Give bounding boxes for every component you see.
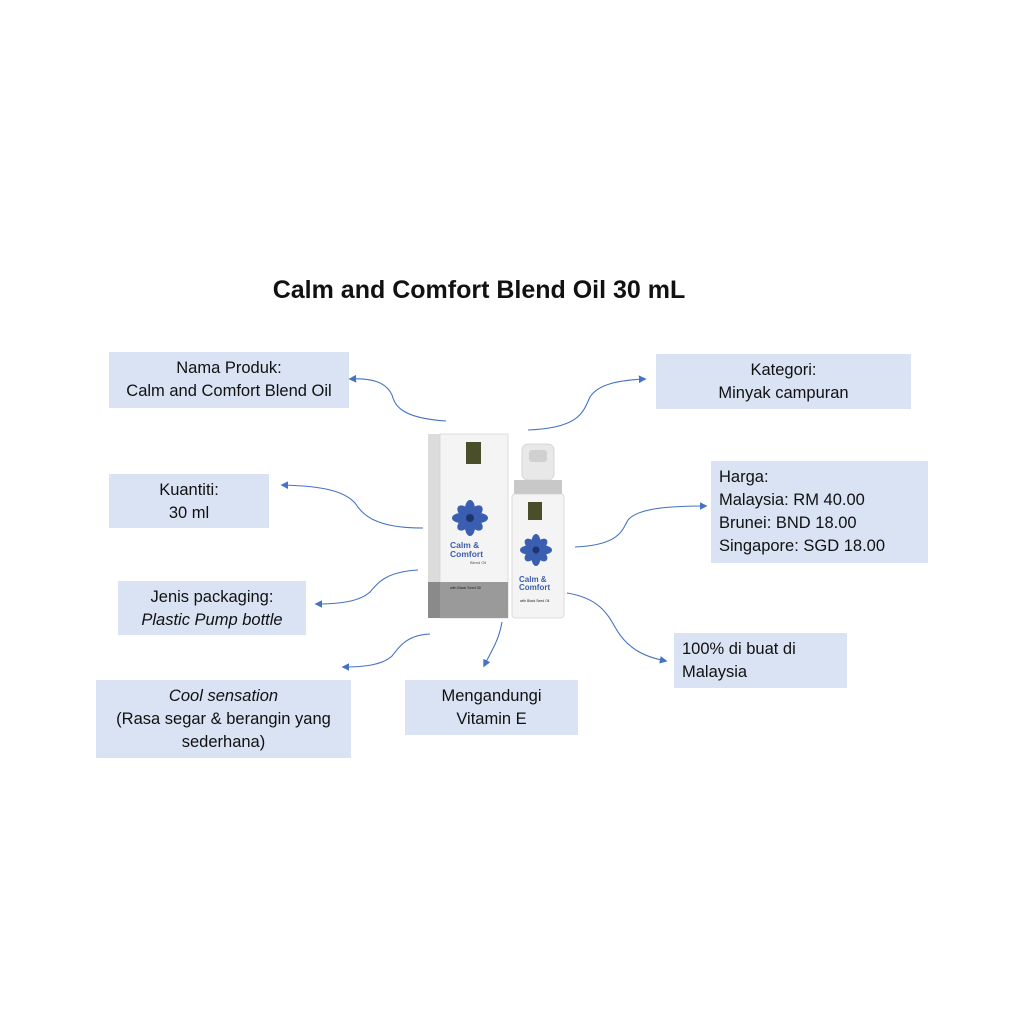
bottle-footer: with Black Seed Oil xyxy=(520,599,549,603)
nama-produk-label: Nama Produk: xyxy=(176,359,282,377)
box-kategori: Kategori: Minyak campuran xyxy=(656,354,911,409)
box-jenis-packaging: Jenis packaging: Plastic Pump bottle xyxy=(118,581,306,635)
kategori-label: Kategori: xyxy=(750,361,817,379)
flower-icon xyxy=(452,500,488,536)
jenis-packaging-label: Jenis packaging: xyxy=(150,588,274,606)
box-harga: Harga: Malaysia: RM 40.00 Brunei: BND 18… xyxy=(711,461,928,563)
product-box: Calm & Comfort Blend Oil with Black Seed… xyxy=(428,433,509,619)
box-vitamin: Mengandungi Vitamin E xyxy=(405,680,578,735)
pump-bottle: Calm & Comfort with Black Seed Oil xyxy=(511,443,565,619)
vitamin-line-1: Mengandungi xyxy=(441,687,542,705)
sensation-label: Cool sensation xyxy=(168,687,279,705)
bottle-logo xyxy=(528,502,542,520)
sensation-line-1: (Rasa segar & berangin yang xyxy=(116,710,331,728)
arrow-vitamin xyxy=(483,621,503,668)
sensation-line-2: sederhana) xyxy=(181,733,266,751)
box-name-line-2: Comfort xyxy=(450,549,483,559)
box-footer: with Black Seed Oil xyxy=(450,586,481,590)
harga-singapore: Singapore: SGD 18.00 xyxy=(719,537,886,555)
box-name-line-1: Calm & xyxy=(450,540,479,550)
arrow-nama-produk xyxy=(348,374,447,422)
box-buatan-malaysia: 100% di buat di Malaysia xyxy=(674,633,847,688)
bottle-name-line-2: Comfort xyxy=(519,583,550,592)
arrow-sensation xyxy=(341,633,431,671)
nama-produk-value: Calm and Comfort Blend Oil xyxy=(126,382,332,400)
arrow-buatan xyxy=(566,592,668,664)
arrow-harga xyxy=(574,502,708,548)
arrow-kategori xyxy=(527,375,647,431)
harga-brunei: Brunei: BND 18.00 xyxy=(719,514,857,532)
product-image: Calm & Comfort Blend Oil with Black Seed… xyxy=(428,433,565,619)
box-cool-sensation: Cool sensation (Rasa segar & berangin ya… xyxy=(96,680,351,758)
jenis-packaging-value: Plastic Pump bottle xyxy=(141,611,283,629)
harga-label: Harga: xyxy=(719,468,769,486)
buatan-line-1: 100% di buat di xyxy=(682,640,796,658)
vitamin-line-2: Vitamin E xyxy=(456,710,527,728)
arrow-kuantiti xyxy=(280,481,424,529)
box-sub: Blend Oil xyxy=(470,560,486,565)
page-title: Calm and Comfort Blend Oil 30 mL xyxy=(272,276,686,304)
box-logo xyxy=(466,442,481,464)
box-nama-produk: Nama Produk: Calm and Comfort Blend Oil xyxy=(109,352,349,408)
harga-malaysia: Malaysia: RM 40.00 xyxy=(719,491,865,509)
box-kuantiti: Kuantiti: 30 ml xyxy=(109,474,269,528)
buatan-line-2: Malaysia xyxy=(682,663,748,681)
kategori-value: Minyak campuran xyxy=(718,384,849,402)
kuantiti-value: 30 ml xyxy=(168,504,210,522)
bottle-flower-icon xyxy=(520,534,552,566)
arrow-jenis-packaging xyxy=(314,569,419,608)
bottle-name-line-1: Calm & xyxy=(519,575,547,584)
kuantiti-label: Kuantiti: xyxy=(159,481,219,499)
